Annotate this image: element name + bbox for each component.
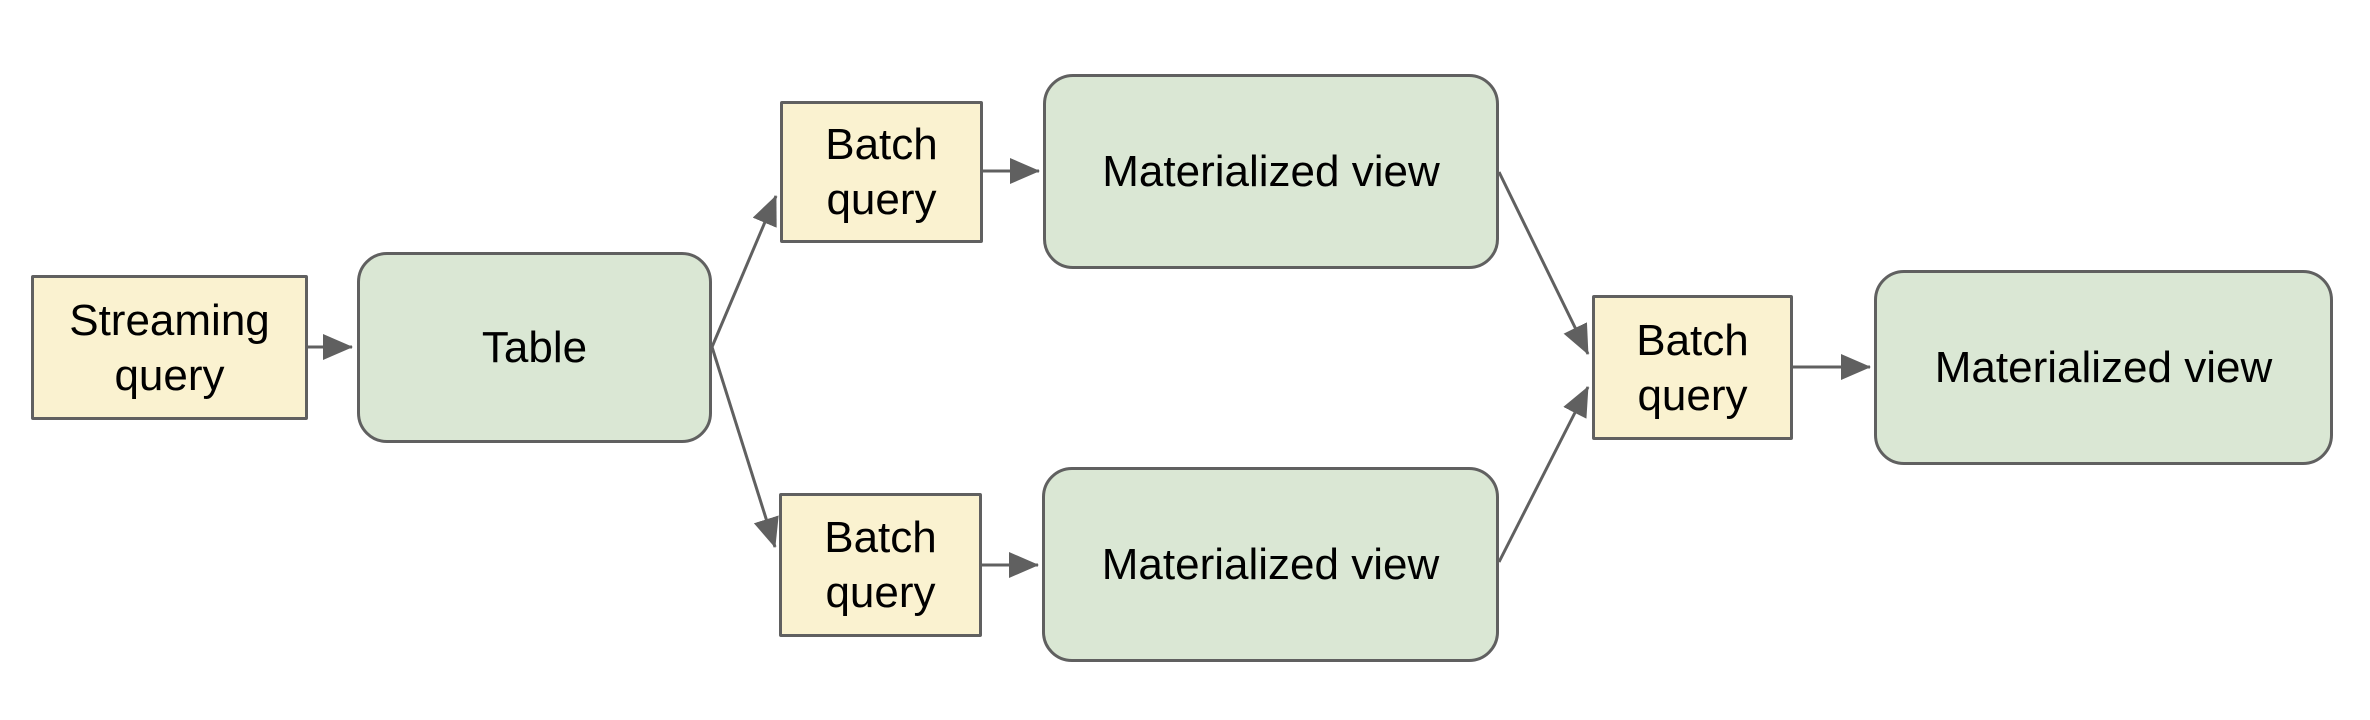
node-batch-query-final-label: Batch query xyxy=(1636,315,1749,420)
node-batch-query-bottom: Batch query xyxy=(779,493,982,637)
node-materialized-view-top-label: Materialized view xyxy=(1102,147,1440,196)
node-streaming-query-label: Streaming query xyxy=(69,295,270,400)
node-batch-query-final: Batch query xyxy=(1592,295,1793,440)
node-materialized-view-bottom: Materialized view xyxy=(1042,467,1499,662)
node-materialized-view-bottom-label: Materialized view xyxy=(1101,540,1440,589)
edge-materialized-view-top-to-batch-query-final xyxy=(1497,171,1590,355)
edge-table-to-batch-query-top xyxy=(710,195,778,348)
node-batch-query-top: Batch query xyxy=(780,101,983,243)
edge-materialized-view-bottom-to-batch-query-final xyxy=(1497,386,1590,563)
node-streaming-query: Streaming query xyxy=(31,275,308,420)
edge-table-to-batch-query-bottom xyxy=(710,346,779,548)
node-materialized-view-top: Materialized view xyxy=(1043,74,1499,269)
node-table: Table xyxy=(357,252,712,443)
node-batch-query-bottom-label: Batch query xyxy=(824,513,937,617)
node-table-label: Table xyxy=(481,323,588,372)
node-batch-query-top-label: Batch query xyxy=(825,120,938,224)
node-materialized-view-final: Materialized view xyxy=(1874,270,2333,465)
node-materialized-view-final-label: Materialized view xyxy=(1934,343,2273,392)
